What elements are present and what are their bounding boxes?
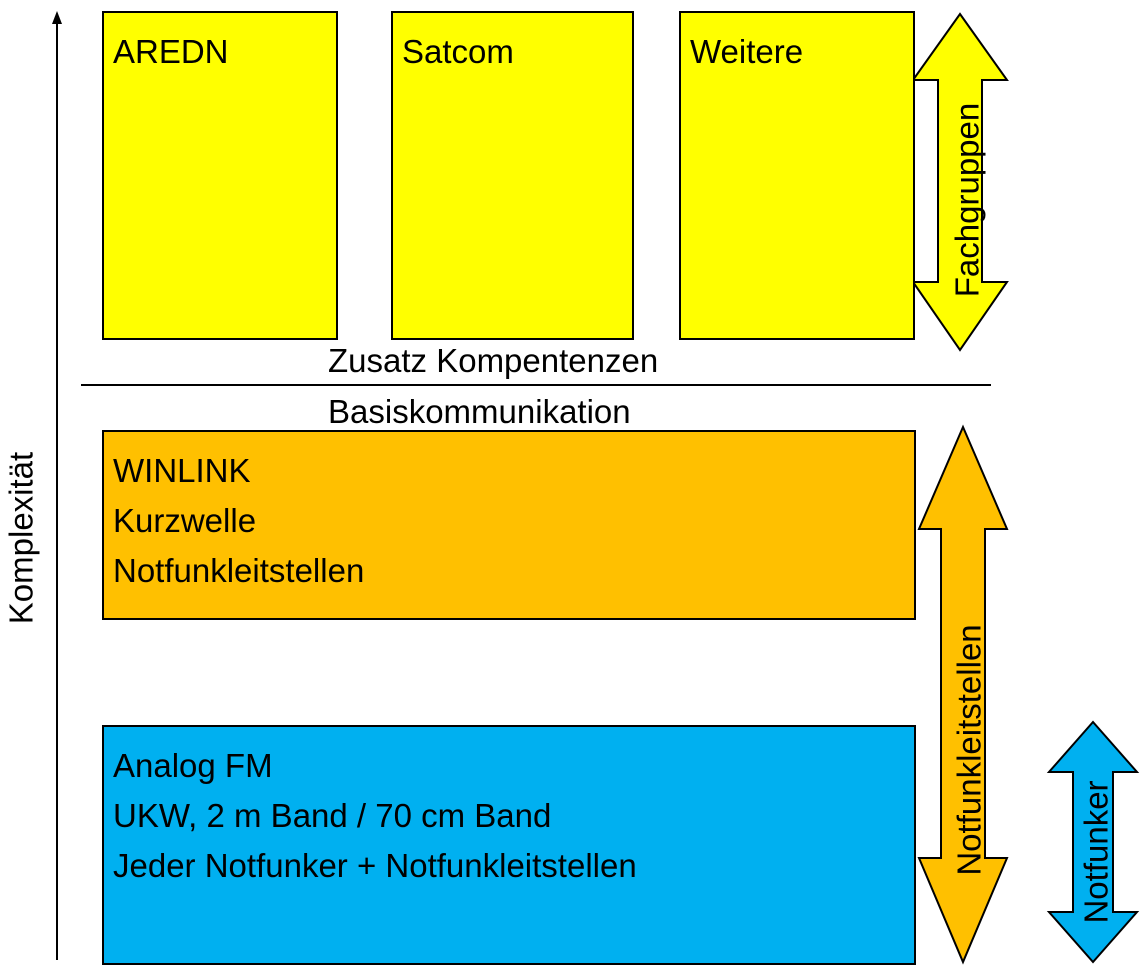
analog-fm-box: Analog FM UKW, 2 m Band / 70 cm Band Jed… — [102, 725, 916, 965]
complexity-axis-label: Komplexität — [3, 452, 40, 624]
basiskommunikation-label: Basiskommunikation — [328, 393, 631, 430]
notfunker-double-arrow — [1046, 720, 1140, 964]
notfunker-arrow-label: Notfunker — [1078, 780, 1115, 923]
notfunkleitstellen-arrow-label: Notfunkleitstellen — [951, 624, 988, 875]
analog-fm-box-line-3: Jeder Notfunker + Notfunkleitstellen — [113, 847, 637, 884]
separator-line — [81, 384, 991, 386]
fachgruppen-double-arrow — [911, 12, 1009, 352]
complexity-axis-arrowhead — [52, 11, 62, 24]
winlink-box-line-2: Kurzwelle — [113, 502, 257, 539]
winlink-box: WINLINK Kurzwelle Notfunkleitstellen — [102, 430, 916, 620]
notfunkleitstellen-double-arrow — [917, 424, 1009, 965]
winlink-box-line-1: WINLINK — [113, 452, 251, 489]
satcom-box-label: Satcom — [402, 33, 514, 70]
zusatz-kompetenzen-label: Zusatz Kompentenzen — [328, 342, 659, 379]
winlink-box-line-3: Notfunkleitstellen — [113, 552, 365, 589]
aredn-box: AREDN — [102, 11, 338, 340]
analog-fm-box-line-1: Analog FM — [113, 747, 273, 784]
satcom-box: Satcom — [391, 11, 634, 340]
weitere-box-label: Weitere — [690, 33, 804, 70]
aredn-box-label: AREDN — [113, 33, 229, 70]
fachgruppen-arrow-label: Fachgruppen — [949, 103, 986, 297]
weitere-box: Weitere — [679, 11, 915, 340]
analog-fm-box-line-2: UKW, 2 m Band / 70 cm Band — [113, 797, 552, 834]
